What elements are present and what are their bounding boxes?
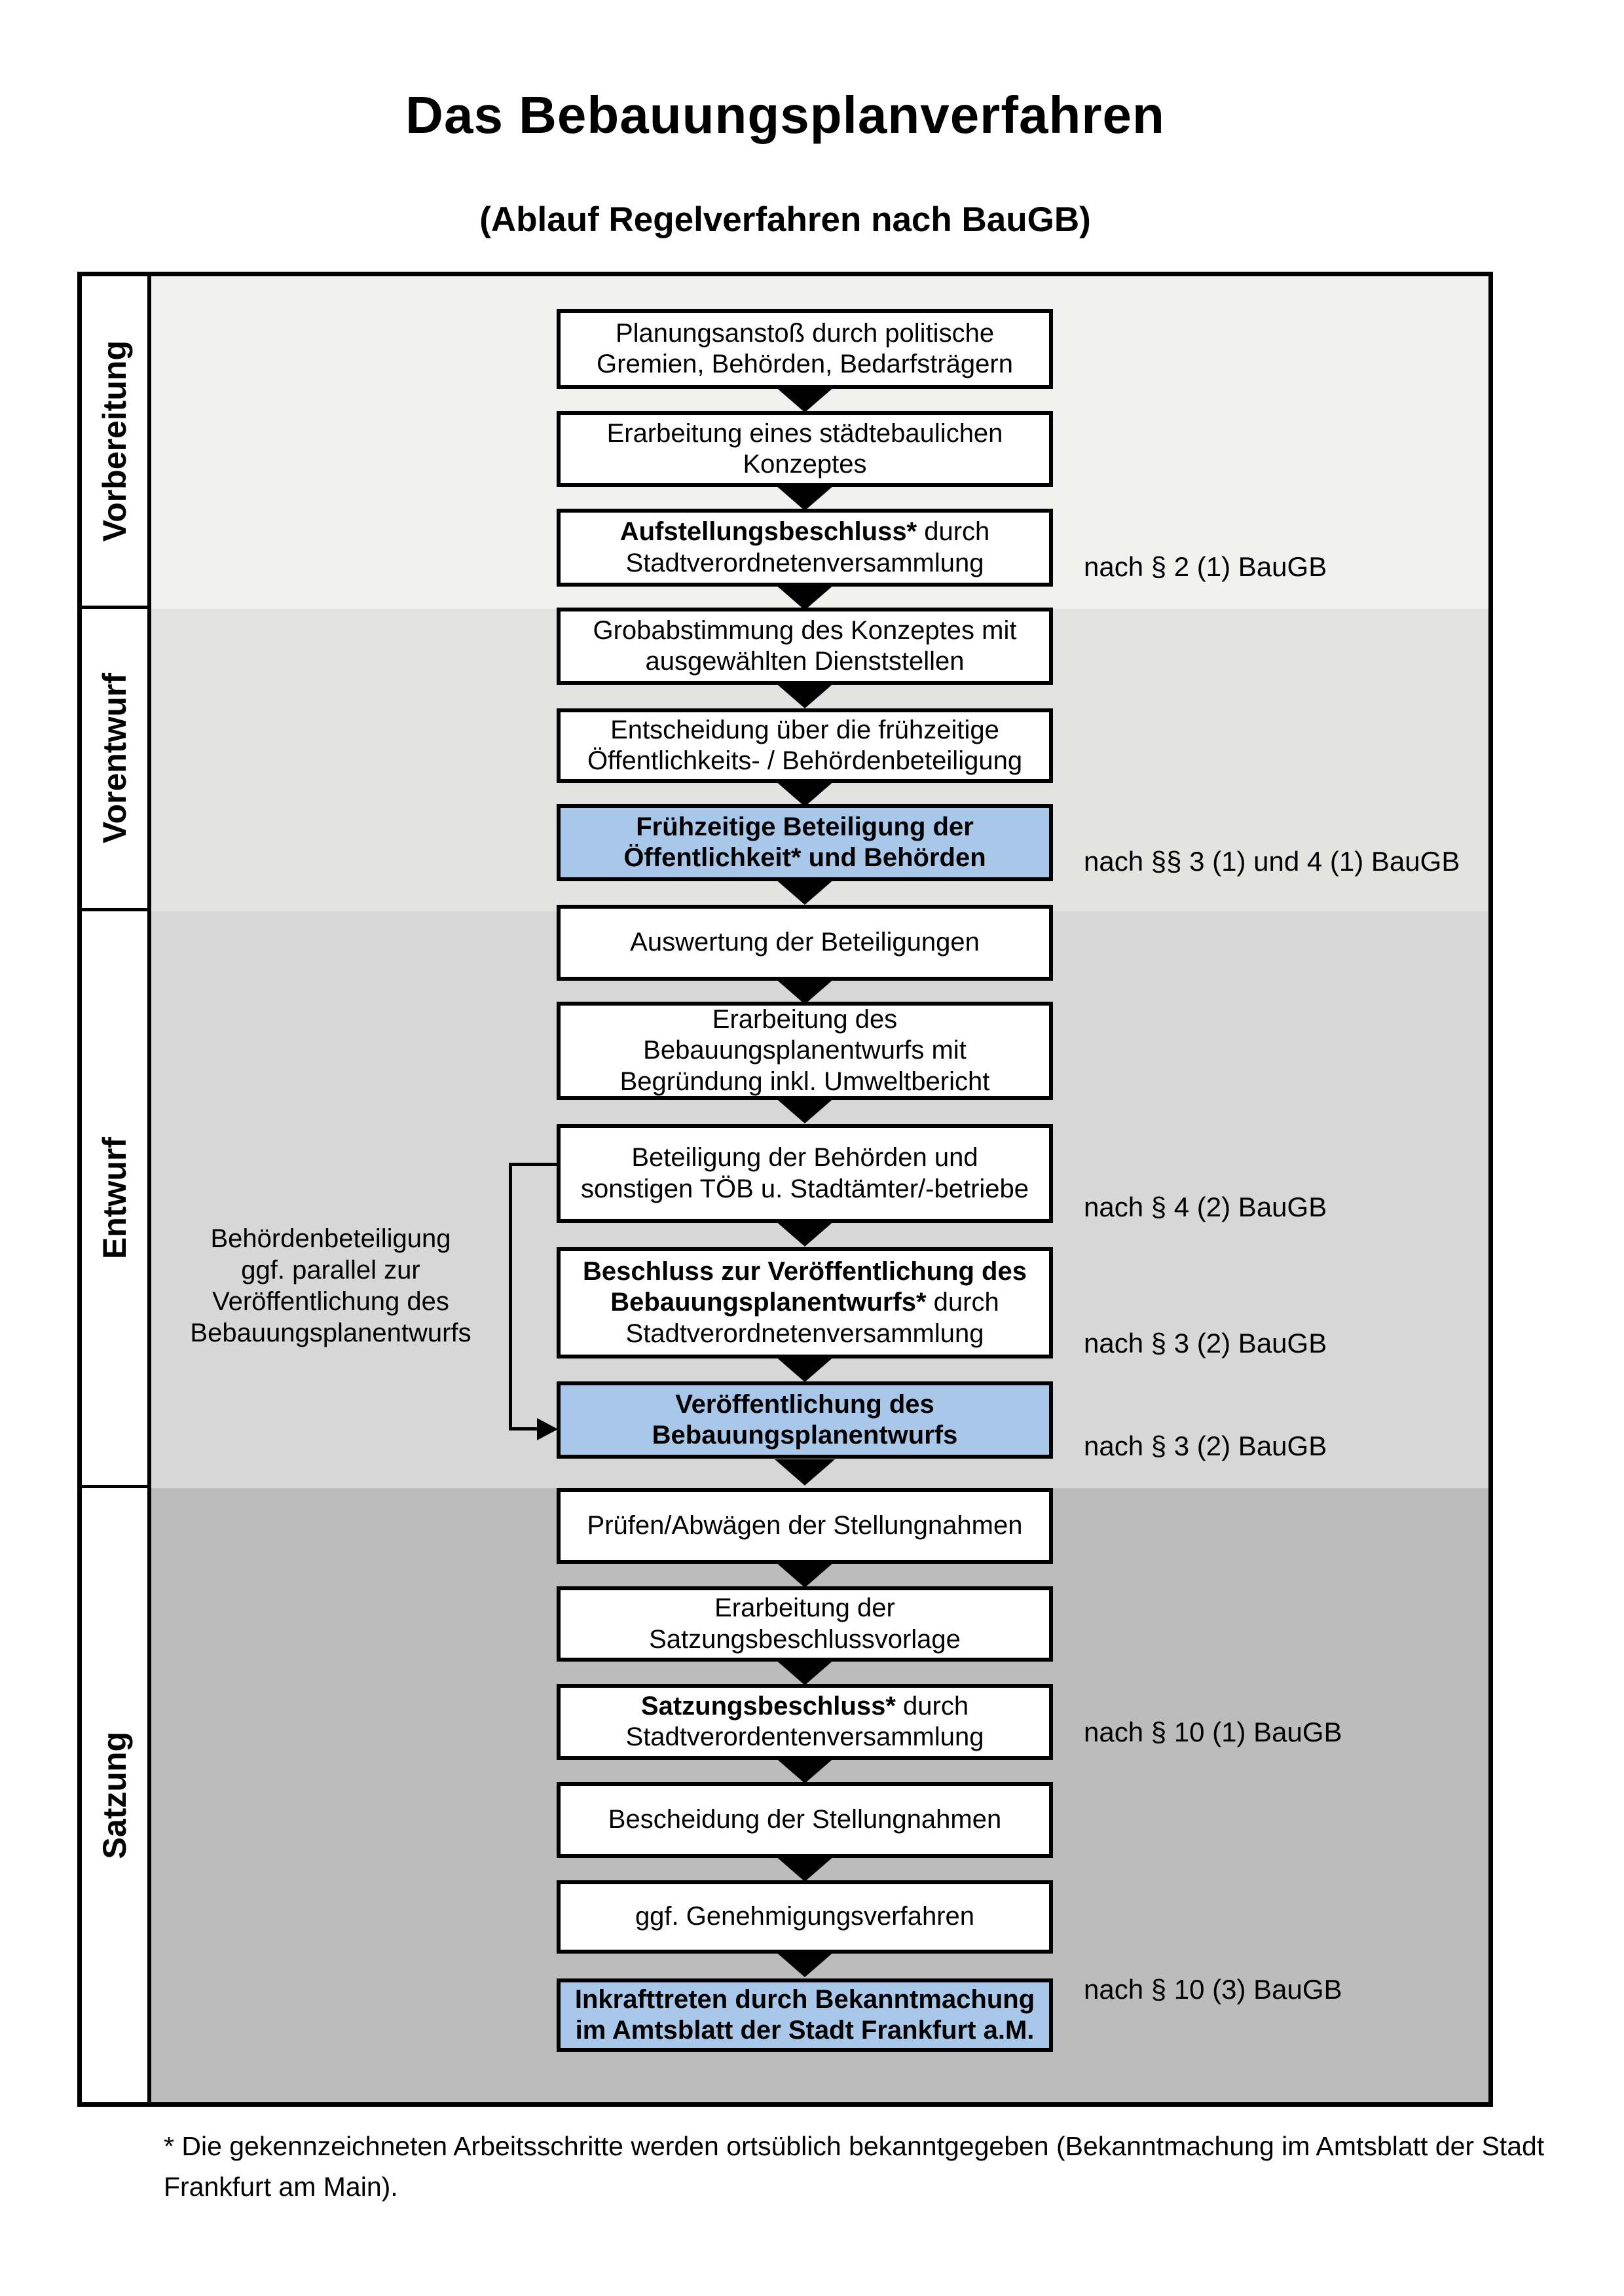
legal-reference: nach § 3 (2) BauGB	[1084, 1328, 1327, 1358]
phase-label-vorentwurf: Vorentwurf	[82, 609, 147, 911]
arrow-down-icon	[775, 1951, 835, 1977]
flow-step-entscheidung: Entscheidung über die frühzeitige Öffent…	[557, 708, 1053, 783]
flow-step-auswertung: Auswertung der Beteiligungen	[557, 905, 1053, 981]
arrow-down-icon	[775, 1459, 835, 1485]
phase-label-text: Vorentwurf	[96, 673, 133, 844]
page-subtitle: (Ablauf Regelverfahren nach BauGB)	[479, 200, 1091, 239]
phase-label-text: Entwurf	[96, 1137, 133, 1260]
footnote: * Die gekennzeichneten Arbeitsschritte w…	[164, 2131, 1545, 2202]
connector-bottom-segment	[509, 1427, 540, 1430]
connector-top-segment	[509, 1163, 557, 1166]
arrow-down-icon	[775, 484, 835, 511]
arrow-down-icon	[775, 386, 835, 412]
flow-step-text: Satzungsbeschluss* durch Stadtverordente…	[625, 1691, 984, 1751]
legal-reference: nach § 10 (1) BauGB	[1084, 1717, 1342, 1747]
connector-arrow-right-icon	[537, 1418, 558, 1440]
arrow-down-icon	[775, 978, 835, 1004]
phase-label-entwurf: Entwurf	[82, 911, 147, 1488]
flow-step-text: Grobabstimmung des Konzeptes mit ausgewä…	[593, 615, 1017, 676]
legal-reference: nach §§ 3 (1) und 4 (1) BauGB	[1084, 846, 1460, 877]
flow-step-veroeffentlichung: Veröffentlichung des Bebauungsplanentwur…	[557, 1381, 1053, 1459]
legal-reference: nach § 2 (1) BauGB	[1084, 551, 1327, 582]
flow-step-text: Beschluss zur Veröffentlichung des Bebau…	[583, 1257, 1027, 1348]
flow-step-text: Beteiligung der Behörden und sonstigen T…	[580, 1143, 1029, 1203]
flow-step-text: Prüfen/Abwägen der Stellungnahmen	[587, 1511, 1023, 1540]
arrow-down-icon	[775, 879, 835, 905]
flow-step-satzungsvorlage: Erarbeitung der Satzungsbeschlussvorlage	[557, 1586, 1053, 1662]
flow-step-text: Frühzeitige Beteiligung der Öffentlichke…	[623, 812, 986, 872]
flow-step-inkrafttreten: Inkrafttreten durch Bekanntmachung im Am…	[557, 1978, 1053, 2052]
flow-step-text: Bescheidung der Stellungnahmen	[608, 1805, 1002, 1834]
phase-label-vorbereitung: Vorbereitung	[82, 276, 147, 609]
flow-step-pruefen-abwaegen: Prüfen/Abwägen der Stellungnahmen	[557, 1488, 1053, 1564]
arrow-down-icon	[775, 1220, 835, 1247]
arrow-down-icon	[775, 682, 835, 708]
arrow-down-icon	[775, 584, 835, 610]
flow-step-text: Erarbeitung eines städtebaulichen Konzep…	[606, 418, 1003, 479]
label-column-divider	[147, 276, 151, 2102]
phase-label-text: Vorbereitung	[96, 340, 133, 542]
flow-step-text: Planungsanstoß durch politische Gremien,…	[597, 318, 1013, 378]
flow-step-text: Entscheidung über die frühzeitige Öffent…	[587, 715, 1023, 775]
arrow-down-icon	[775, 1097, 835, 1123]
flow-step-genehmigung: ggf. Genehmigungsverfahren	[557, 1880, 1053, 1954]
parallel-participation-note: Behördenbeteiligung ggf. parallel zur Ve…	[190, 1224, 471, 1347]
flow-step-behoerdenbeteiligung: Beteiligung der Behörden und sonstigen T…	[557, 1124, 1053, 1223]
flow-step-fruehzeitige-beteiligung: Frühzeitige Beteiligung der Öffentlichke…	[557, 804, 1053, 881]
flow-step-text: Aufstellungsbeschluss* durch Stadtverord…	[619, 517, 990, 577]
phase-label-text: Satzung	[96, 1731, 133, 1859]
flow-step-veroeffentlichungsbeschluss: Beschluss zur Veröffentlichung des Bebau…	[557, 1247, 1053, 1358]
flow-step-grobabstimmung: Grobabstimmung des Konzeptes mit ausgewä…	[557, 608, 1053, 685]
flow-step-text: ggf. Genehmigungsverfahren	[635, 1902, 975, 1931]
legal-reference: nach § 10 (3) BauGB	[1084, 1974, 1342, 2005]
flow-step-aufstellungsbeschluss: Aufstellungsbeschluss* durch Stadtverord…	[557, 509, 1053, 587]
page-title: Das Bebauungsplanverfahren	[405, 86, 1165, 144]
flow-step-text: Erarbeitung des Bebauungsplanentwurfs mi…	[619, 1005, 990, 1096]
arrow-down-icon	[775, 1757, 835, 1783]
connector-vertical-line	[509, 1163, 512, 1429]
flow-step-konzept: Erarbeitung eines städtebaulichen Konzep…	[557, 411, 1053, 487]
arrow-down-icon	[775, 780, 835, 807]
arrow-down-icon	[775, 1855, 835, 1882]
flow-step-text: Veröffentlichung des Bebauungsplanentwur…	[652, 1389, 958, 1449]
legal-reference: nach § 3 (2) BauGB	[1084, 1430, 1327, 1461]
arrow-down-icon	[775, 1356, 835, 1382]
flow-step-text: Auswertung der Beteiligungen	[630, 928, 980, 957]
phase-label-satzung: Satzung	[82, 1488, 147, 2102]
flow-step-text: Inkrafttreten durch Bekanntmachung im Am…	[574, 1984, 1035, 2045]
flow-step-erarbeitung-entwurf: Erarbeitung des Bebauungsplanentwurfs mi…	[557, 1002, 1053, 1100]
legal-reference: nach § 4 (2) BauGB	[1084, 1192, 1327, 1222]
flow-step-text: Erarbeitung der Satzungsbeschlussvorlage	[649, 1594, 961, 1654]
flowchart-frame	[77, 272, 1493, 2107]
flow-step-satzungsbeschluss: Satzungsbeschluss* durch Stadtverordente…	[557, 1684, 1053, 1760]
flow-step-bescheidung: Bescheidung der Stellungnahmen	[557, 1782, 1053, 1858]
arrow-down-icon	[775, 1561, 835, 1588]
arrow-down-icon	[775, 1659, 835, 1685]
flow-step-planungsanstoss: Planungsanstoß durch politische Gremien,…	[557, 309, 1053, 389]
